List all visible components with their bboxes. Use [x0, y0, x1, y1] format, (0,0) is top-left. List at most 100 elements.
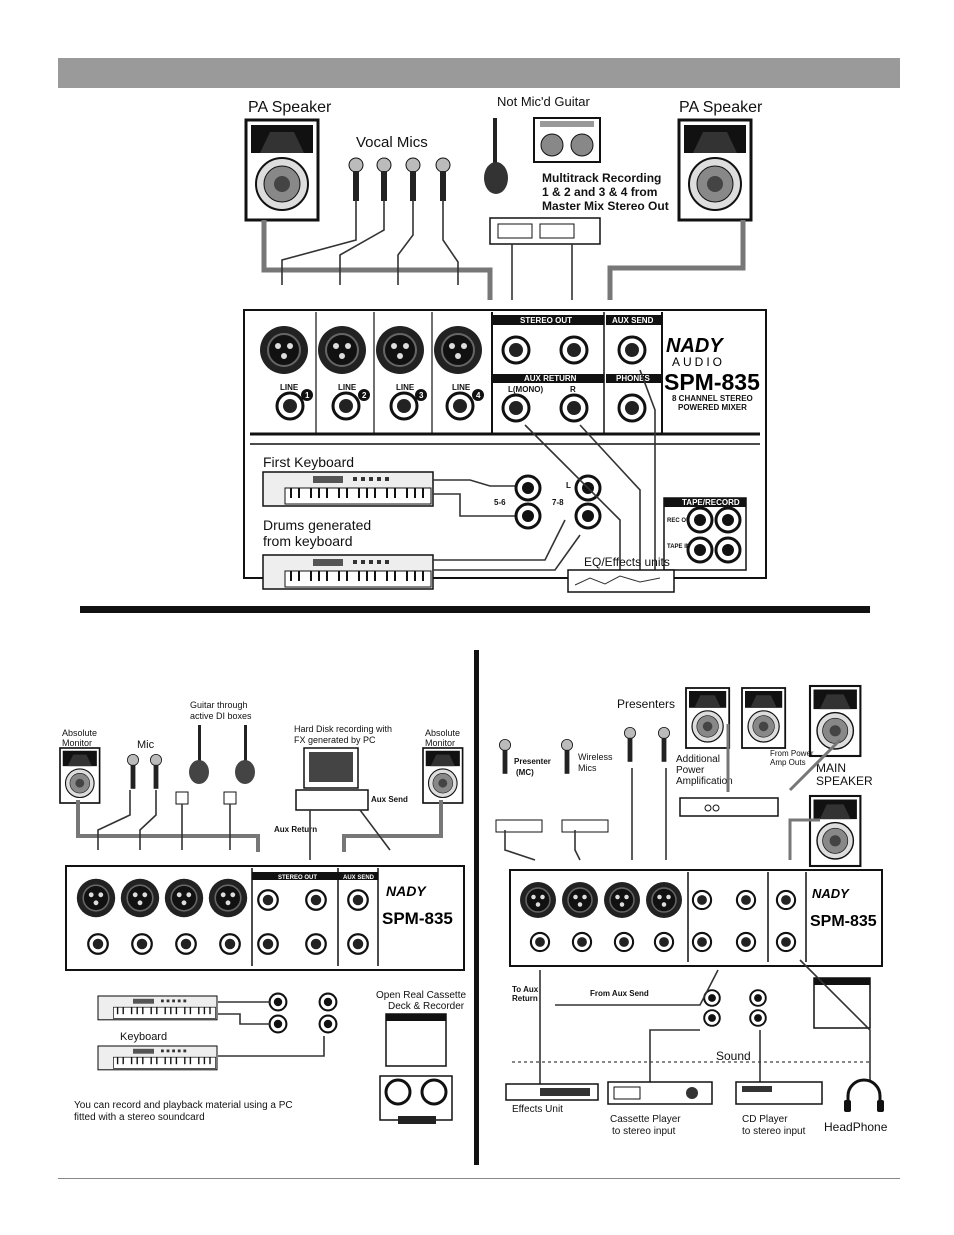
recording-note-2: 1 & 2 and 3 & 4 from — [542, 185, 657, 199]
rec-out-label: REC OUT — [667, 518, 694, 524]
rca-input[interactable] — [514, 474, 542, 502]
headphone-label: HeadPhone — [824, 1120, 888, 1134]
phones-jack[interactable] — [775, 931, 797, 953]
mic-cable — [504, 830, 536, 861]
aux-send-cable — [639, 369, 656, 575]
stereo-out-jack[interactable] — [257, 889, 279, 911]
pa-speaker-right-label: PA Speaker — [679, 99, 763, 116]
aux-return-jack[interactable] — [305, 933, 327, 955]
stereo-out-jack[interactable] — [305, 889, 327, 911]
guitar-label: Not Mic'd Guitar — [497, 94, 590, 109]
rca-jack[interactable] — [714, 536, 742, 564]
aux-return-jack-r[interactable] — [559, 393, 589, 423]
eq-effects-unit-icon — [567, 569, 675, 593]
aux-return-header: AUX RETURN — [524, 374, 577, 383]
abs-monitor-right-2: Monitor — [425, 738, 455, 748]
mic-label: Mic — [137, 739, 155, 751]
rca-input[interactable] — [268, 1014, 288, 1034]
speaker-cable-left — [261, 220, 493, 300]
mic-icon — [348, 157, 364, 202]
line-jack-1[interactable] — [275, 391, 305, 421]
effects-unit-label: Effects Unit — [512, 1104, 563, 1115]
line-jack[interactable] — [87, 933, 109, 955]
xlr-input-4[interactable] — [645, 881, 683, 919]
line-jack[interactable] — [529, 931, 551, 953]
xlr-input-4[interactable] — [208, 877, 248, 919]
di-box — [175, 791, 189, 805]
mic-icon — [658, 727, 670, 763]
line-jack[interactable] — [175, 933, 197, 955]
line-jack[interactable] — [653, 931, 675, 953]
speaker-cable-right — [607, 220, 746, 300]
stereo-out-jack-r[interactable] — [559, 335, 589, 365]
stereo-out-jack[interactable] — [691, 889, 713, 911]
rca-jack[interactable] — [686, 506, 714, 534]
xlr-input-2[interactable] — [561, 881, 599, 919]
first-keyboard-label: First Keyboard — [263, 454, 354, 470]
aux-send-jack[interactable] — [347, 889, 369, 911]
line-label: LINE — [396, 383, 415, 392]
line-jack[interactable] — [571, 931, 593, 953]
cassette-player-icon — [607, 1081, 713, 1105]
rca-jack[interactable] — [714, 506, 742, 534]
rca-input[interactable] — [574, 502, 602, 530]
xlr-input-1[interactable] — [76, 877, 116, 919]
cd-player-icon — [735, 1081, 823, 1105]
phones-jack[interactable] — [617, 393, 647, 423]
xlr-input-1[interactable] — [519, 881, 557, 919]
aux-return-jack[interactable] — [691, 931, 713, 953]
cassette-player-2: to stereo input — [612, 1126, 676, 1137]
xlr-input-1[interactable] — [259, 325, 309, 375]
xlr-input-2[interactable] — [317, 325, 367, 375]
drums-cable — [433, 519, 566, 561]
model-sub-2: POWERED MIXER — [678, 403, 747, 412]
xlr-input-3[interactable] — [603, 881, 641, 919]
rca-input[interactable] — [749, 1009, 767, 1027]
rca-input[interactable] — [703, 1009, 721, 1027]
stereo-out-jack-l[interactable] — [501, 335, 531, 365]
brand-logo: NADY — [386, 883, 427, 899]
rca-input[interactable] — [514, 502, 542, 530]
rca-jack[interactable] — [686, 536, 714, 564]
mic-cable — [281, 200, 357, 285]
tape-in-label: TAPE IN — [667, 544, 690, 550]
rca-input[interactable] — [318, 1014, 338, 1034]
stereo-out-jack[interactable] — [735, 889, 757, 911]
aux-return-jack-l[interactable] — [501, 393, 531, 423]
drums-label-1: Drums generated — [263, 517, 371, 533]
line-jack[interactable] — [613, 931, 635, 953]
aux-return-cable — [524, 424, 621, 570]
keyboard-cable — [218, 1036, 325, 1057]
phones-jack[interactable] — [347, 933, 369, 955]
keyboard-icon — [262, 471, 434, 507]
pa-speaker-left-label: PA Speaker — [248, 99, 332, 116]
guitar-amp-icon — [533, 117, 601, 163]
aux-return-jack[interactable] — [257, 933, 279, 955]
line-jack-2[interactable] — [331, 391, 361, 421]
xlr-input-4[interactable] — [433, 325, 483, 375]
line-jack-4[interactable] — [445, 391, 475, 421]
from-power-2: Amp Outs — [770, 758, 806, 767]
speaker-cable — [788, 818, 820, 860]
mic-icon — [561, 739, 573, 775]
aux-send-jack[interactable] — [617, 335, 647, 365]
aux-return-jack[interactable] — [735, 931, 757, 953]
line-jack-3[interactable] — [389, 391, 419, 421]
aux-return-label: Aux Return — [274, 825, 317, 834]
line-jack[interactable] — [219, 933, 241, 955]
keyboard-cable — [433, 493, 518, 517]
mic-cable — [97, 790, 131, 850]
eq-effects-label: EQ/Effects units — [584, 555, 670, 569]
tape-record-panel — [385, 1013, 447, 1067]
aux-return-cable — [579, 424, 641, 570]
xlr-input-2[interactable] — [120, 877, 160, 919]
rca-input[interactable] — [318, 992, 338, 1012]
rca-input[interactable] — [268, 992, 288, 1012]
xlr-input-3[interactable] — [164, 877, 204, 919]
headphone-cable — [799, 959, 871, 1080]
reel-deck-icon — [379, 1075, 453, 1124]
xlr-input-3[interactable] — [375, 325, 425, 375]
aux-send-jack[interactable] — [775, 889, 797, 911]
rca-input[interactable] — [749, 989, 767, 1007]
line-jack[interactable] — [131, 933, 153, 955]
